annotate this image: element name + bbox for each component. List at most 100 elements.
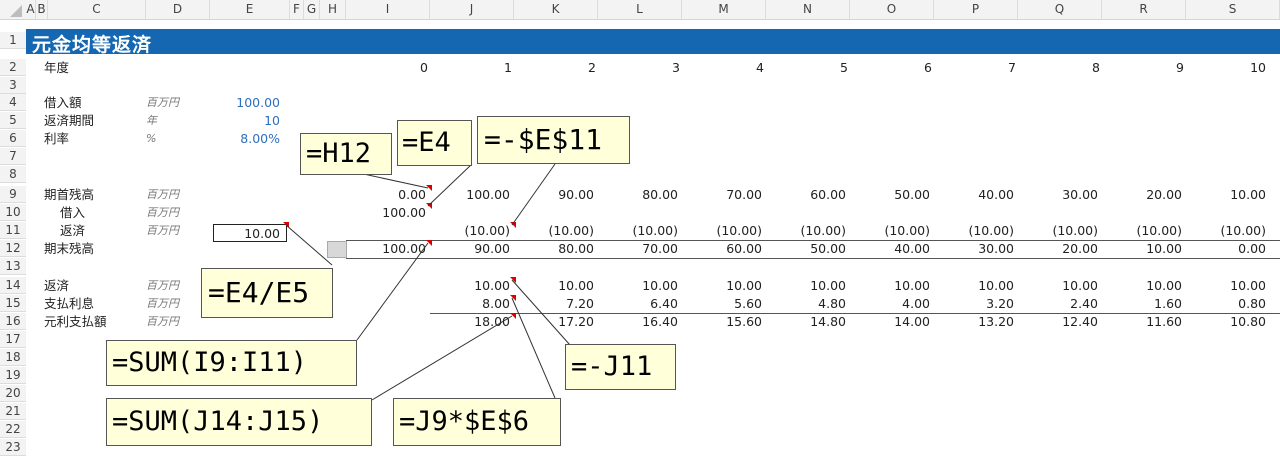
table-cell[interactable]: 10.00 xyxy=(726,278,762,293)
table-cell[interactable]: 20.00 xyxy=(1062,241,1098,256)
table-cell[interactable]: 6.40 xyxy=(650,296,678,311)
repay-input-cell[interactable]: 10.00 xyxy=(213,224,287,242)
year-2[interactable]: 2 xyxy=(588,60,596,75)
col-header-n[interactable]: N xyxy=(766,0,850,19)
table-cell[interactable]: 100.00 xyxy=(382,241,426,256)
table-cell[interactable]: (10.00) xyxy=(800,223,846,238)
col-header-h[interactable]: H xyxy=(320,0,346,19)
table-cell[interactable]: 11.60 xyxy=(1146,314,1182,329)
table-cell[interactable]: 18.00 xyxy=(474,314,510,329)
col-header-f[interactable]: F xyxy=(290,0,304,19)
col-header-a[interactable]: A xyxy=(26,0,36,19)
row-header-19[interactable]: 19 xyxy=(0,367,26,385)
table-cell[interactable]: 0.00 xyxy=(1238,241,1266,256)
table-cell[interactable]: 14.00 xyxy=(894,314,930,329)
table-cell[interactable]: 50.00 xyxy=(810,241,846,256)
year-10[interactable]: 10 xyxy=(1250,60,1266,75)
table-cell[interactable]: 10.00 xyxy=(1146,241,1182,256)
table-cell[interactable]: 60.00 xyxy=(726,241,762,256)
table-cell[interactable]: 4.00 xyxy=(902,296,930,311)
table-cell[interactable]: 10.00 xyxy=(894,278,930,293)
table-cell[interactable]: (10.00) xyxy=(632,223,678,238)
row-header-10[interactable]: 10 xyxy=(0,204,26,222)
table-cell[interactable]: 80.00 xyxy=(558,241,594,256)
comment-marker[interactable] xyxy=(426,240,432,246)
row-header-20[interactable]: 20 xyxy=(0,385,26,403)
table-cell[interactable]: 0.80 xyxy=(1238,296,1266,311)
year-0[interactable]: 0 xyxy=(420,60,428,75)
year-7[interactable]: 7 xyxy=(1008,60,1016,75)
col-header-l[interactable]: L xyxy=(598,0,682,19)
row-header-3[interactable]: 3 xyxy=(0,77,26,95)
year-8[interactable]: 8 xyxy=(1092,60,1100,75)
input-value-rate[interactable]: 8.00% xyxy=(240,131,280,146)
table-cell[interactable]: 10.00 xyxy=(1146,278,1182,293)
row-header-1[interactable]: 1 xyxy=(0,32,26,50)
col-header-o[interactable]: O xyxy=(850,0,934,19)
table-cell[interactable]: 70.00 xyxy=(726,187,762,202)
row-header-16[interactable]: 16 xyxy=(0,313,26,331)
table-cell[interactable]: 13.20 xyxy=(978,314,1014,329)
row-header-14[interactable]: 14 xyxy=(0,277,26,295)
table-cell[interactable]: (10.00) xyxy=(1052,223,1098,238)
table-cell[interactable]: 4.80 xyxy=(818,296,846,311)
table-cell[interactable]: (10.00) xyxy=(968,223,1014,238)
col-header-j[interactable]: J xyxy=(430,0,514,19)
table-cell[interactable]: 17.20 xyxy=(558,314,594,329)
row-header-18[interactable]: 18 xyxy=(0,349,26,367)
comment-marker[interactable] xyxy=(510,277,516,283)
table-cell[interactable]: 40.00 xyxy=(978,187,1014,202)
col-header-c[interactable]: C xyxy=(48,0,146,19)
row-header-2[interactable]: 2 xyxy=(0,59,26,77)
table-cell[interactable]: 12.40 xyxy=(1062,314,1098,329)
table-cell[interactable]: 10.00 xyxy=(1230,278,1266,293)
table-cell[interactable]: 50.00 xyxy=(894,187,930,202)
comment-marker[interactable] xyxy=(510,222,516,228)
table-cell[interactable]: 10.00 xyxy=(474,278,510,293)
table-cell[interactable]: 0.00 xyxy=(398,187,426,202)
row-header-6[interactable]: 6 xyxy=(0,130,26,148)
col-header-b[interactable]: B xyxy=(36,0,48,19)
input-label-period[interactable]: 返済期間 xyxy=(44,113,95,128)
table-cell[interactable]: 70.00 xyxy=(642,241,678,256)
comment-marker[interactable] xyxy=(510,313,516,319)
table-cell[interactable]: 3.20 xyxy=(986,296,1014,311)
table-cell[interactable]: 10.00 xyxy=(1062,278,1098,293)
year-9[interactable]: 9 xyxy=(1176,60,1184,75)
table-cell[interactable]: 30.00 xyxy=(978,241,1014,256)
table-cell[interactable]: 100.00 xyxy=(466,187,510,202)
row-label-opening-balance[interactable]: 期首残高 xyxy=(44,187,95,202)
table-cell[interactable]: 90.00 xyxy=(474,241,510,256)
table-cell[interactable]: (10.00) xyxy=(716,223,762,238)
table-cell[interactable]: (10.00) xyxy=(1220,223,1266,238)
row-label-repayment[interactable]: 返済 xyxy=(60,223,86,238)
table-cell[interactable]: 16.40 xyxy=(642,314,678,329)
table-cell[interactable]: 20.00 xyxy=(1146,187,1182,202)
selected-cell-h12[interactable] xyxy=(327,241,347,258)
year-label[interactable]: 年度 xyxy=(44,60,70,75)
row-label-interest[interactable]: 支払利息 xyxy=(44,296,95,311)
input-value-period[interactable]: 10 xyxy=(264,113,280,128)
table-cell[interactable]: 10.00 xyxy=(642,278,678,293)
col-header-r[interactable]: R xyxy=(1102,0,1186,19)
table-cell[interactable]: 5.60 xyxy=(734,296,762,311)
row-header-17[interactable]: 17 xyxy=(0,331,26,349)
table-cell[interactable]: 7.20 xyxy=(566,296,594,311)
col-header-e[interactable]: E xyxy=(210,0,290,19)
table-cell[interactable]: (10.00) xyxy=(1136,223,1182,238)
col-header-i[interactable]: I xyxy=(346,0,430,19)
select-all-corner[interactable] xyxy=(10,5,22,17)
table-cell[interactable]: 1.60 xyxy=(1154,296,1182,311)
table-cell[interactable]: 80.00 xyxy=(642,187,678,202)
row-header-13[interactable]: 13 xyxy=(0,258,26,276)
year-3[interactable]: 3 xyxy=(672,60,680,75)
table-cell[interactable]: (10.00) xyxy=(884,223,930,238)
row-header-21[interactable]: 21 xyxy=(0,403,26,421)
row-header-7[interactable]: 7 xyxy=(0,148,26,166)
row-label-closing-balance[interactable]: 期末残高 xyxy=(44,241,95,256)
row-header-8[interactable]: 8 xyxy=(0,166,26,184)
comment-marker[interactable] xyxy=(426,203,432,209)
table-cell[interactable]: 10.00 xyxy=(558,278,594,293)
year-6[interactable]: 6 xyxy=(924,60,932,75)
table-cell[interactable]: (10.00) xyxy=(464,223,510,238)
